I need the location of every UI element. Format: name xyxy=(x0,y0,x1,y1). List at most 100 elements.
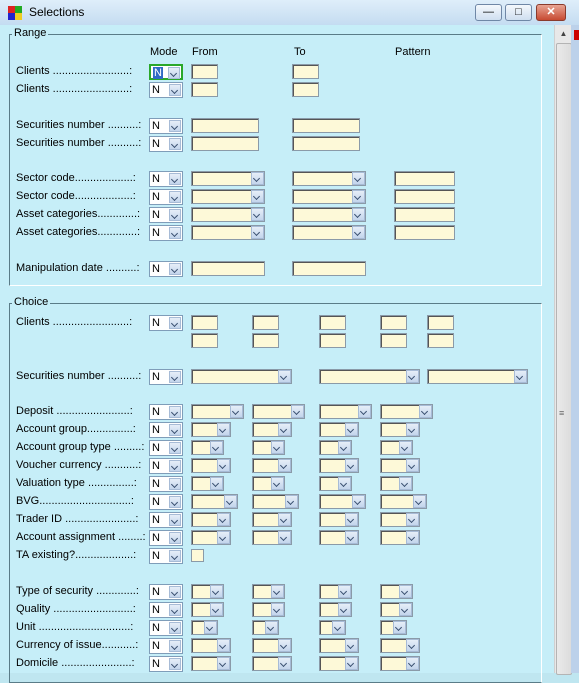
value-combo[interactable] xyxy=(380,620,407,635)
maximize-button[interactable]: □ xyxy=(505,4,532,21)
value-combo[interactable] xyxy=(319,476,352,491)
from-input[interactable] xyxy=(191,64,218,79)
value-combo[interactable] xyxy=(380,512,420,527)
value-combo[interactable] xyxy=(191,584,224,599)
from-combo[interactable] xyxy=(191,225,265,240)
value-combo[interactable] xyxy=(319,656,359,671)
value-combo[interactable] xyxy=(319,530,359,545)
value-input[interactable] xyxy=(191,315,218,330)
pattern-input[interactable] xyxy=(394,207,455,222)
value-combo[interactable] xyxy=(191,404,244,419)
mode-select[interactable]: N xyxy=(149,440,183,456)
value-combo[interactable] xyxy=(191,530,231,545)
value-combo[interactable] xyxy=(252,476,285,491)
value-input[interactable] xyxy=(427,315,454,330)
value-combo[interactable] xyxy=(380,638,420,653)
value-combo[interactable] xyxy=(380,602,413,617)
mode-select[interactable]: N xyxy=(149,315,183,331)
mode-select[interactable]: N xyxy=(149,548,183,564)
value-combo[interactable] xyxy=(191,476,224,491)
value-combo[interactable] xyxy=(191,422,231,437)
to-input[interactable] xyxy=(292,136,360,151)
mode-select[interactable]: N xyxy=(149,656,183,672)
mode-select[interactable]: N xyxy=(149,136,183,152)
value-combo[interactable] xyxy=(319,422,359,437)
value-combo[interactable] xyxy=(380,404,433,419)
to-combo[interactable] xyxy=(292,207,366,222)
mode-select[interactable]: N xyxy=(149,476,183,492)
value-combo[interactable] xyxy=(191,602,224,617)
mode-select[interactable]: N xyxy=(149,207,183,223)
value-combo[interactable] xyxy=(380,656,420,671)
value-combo[interactable] xyxy=(380,584,413,599)
value-combo[interactable] xyxy=(319,458,359,473)
close-button[interactable]: ✕ xyxy=(536,4,566,21)
value-combo[interactable] xyxy=(380,458,420,473)
from-combo[interactable] xyxy=(191,171,265,186)
to-input[interactable] xyxy=(292,118,360,133)
to-combo[interactable] xyxy=(292,189,366,204)
mode-select[interactable]: N xyxy=(149,225,183,241)
ta-existing-checkbox[interactable] xyxy=(191,549,204,562)
to-input[interactable] xyxy=(292,82,319,97)
value-input[interactable] xyxy=(191,333,218,348)
value-combo[interactable] xyxy=(380,422,420,437)
from-combo[interactable] xyxy=(191,189,265,204)
value-combo[interactable] xyxy=(252,512,292,527)
mode-select[interactable]: N xyxy=(149,118,183,134)
value-input[interactable] xyxy=(319,333,346,348)
mode-select[interactable]: N xyxy=(149,620,183,636)
value-combo[interactable] xyxy=(319,404,372,419)
value-combo[interactable] xyxy=(252,494,299,509)
to-input[interactable] xyxy=(292,64,319,79)
value-combo[interactable] xyxy=(252,422,292,437)
mode-select[interactable]: N xyxy=(149,171,183,187)
value-combo[interactable] xyxy=(380,476,413,491)
value-combo[interactable] xyxy=(319,440,352,455)
value-combo[interactable] xyxy=(252,440,285,455)
mode-select[interactable]: N xyxy=(149,82,183,98)
value-combo[interactable] xyxy=(191,369,292,384)
value-combo[interactable] xyxy=(191,656,231,671)
mode-select[interactable]: N xyxy=(149,494,183,510)
from-date-input[interactable] xyxy=(191,261,265,276)
mode-select[interactable]: N xyxy=(149,602,183,618)
value-input[interactable] xyxy=(319,315,346,330)
pattern-input[interactable] xyxy=(394,171,455,186)
mode-select[interactable]: N xyxy=(149,189,183,205)
value-input[interactable] xyxy=(252,333,279,348)
from-combo[interactable] xyxy=(191,207,265,222)
value-combo[interactable] xyxy=(191,638,231,653)
from-input[interactable] xyxy=(191,82,218,97)
mode-select[interactable]: N xyxy=(149,584,183,600)
value-combo[interactable] xyxy=(319,584,352,599)
mode-select[interactable]: N xyxy=(149,369,183,385)
to-combo[interactable] xyxy=(292,171,366,186)
value-combo[interactable] xyxy=(191,512,231,527)
value-combo[interactable] xyxy=(252,602,285,617)
minimize-button[interactable]: — xyxy=(475,4,502,21)
value-combo[interactable] xyxy=(191,440,224,455)
value-combo[interactable] xyxy=(252,638,292,653)
value-combo[interactable] xyxy=(252,620,279,635)
value-combo[interactable] xyxy=(319,620,346,635)
value-combo[interactable] xyxy=(191,620,218,635)
from-input[interactable] xyxy=(191,118,259,133)
value-combo[interactable] xyxy=(319,512,359,527)
value-input[interactable] xyxy=(252,315,279,330)
value-combo[interactable] xyxy=(252,656,292,671)
value-combo[interactable] xyxy=(252,584,285,599)
pattern-input[interactable] xyxy=(394,189,455,204)
value-combo[interactable] xyxy=(319,369,420,384)
value-combo[interactable] xyxy=(380,494,427,509)
mode-select[interactable]: N xyxy=(149,422,183,438)
value-combo[interactable] xyxy=(252,530,292,545)
value-combo[interactable] xyxy=(252,458,292,473)
mode-select[interactable]: N xyxy=(149,64,183,80)
value-combo[interactable] xyxy=(191,494,238,509)
mode-select[interactable]: N xyxy=(149,458,183,474)
value-combo[interactable] xyxy=(427,369,528,384)
value-combo[interactable] xyxy=(319,638,359,653)
to-combo[interactable] xyxy=(292,225,366,240)
value-combo[interactable] xyxy=(191,458,231,473)
